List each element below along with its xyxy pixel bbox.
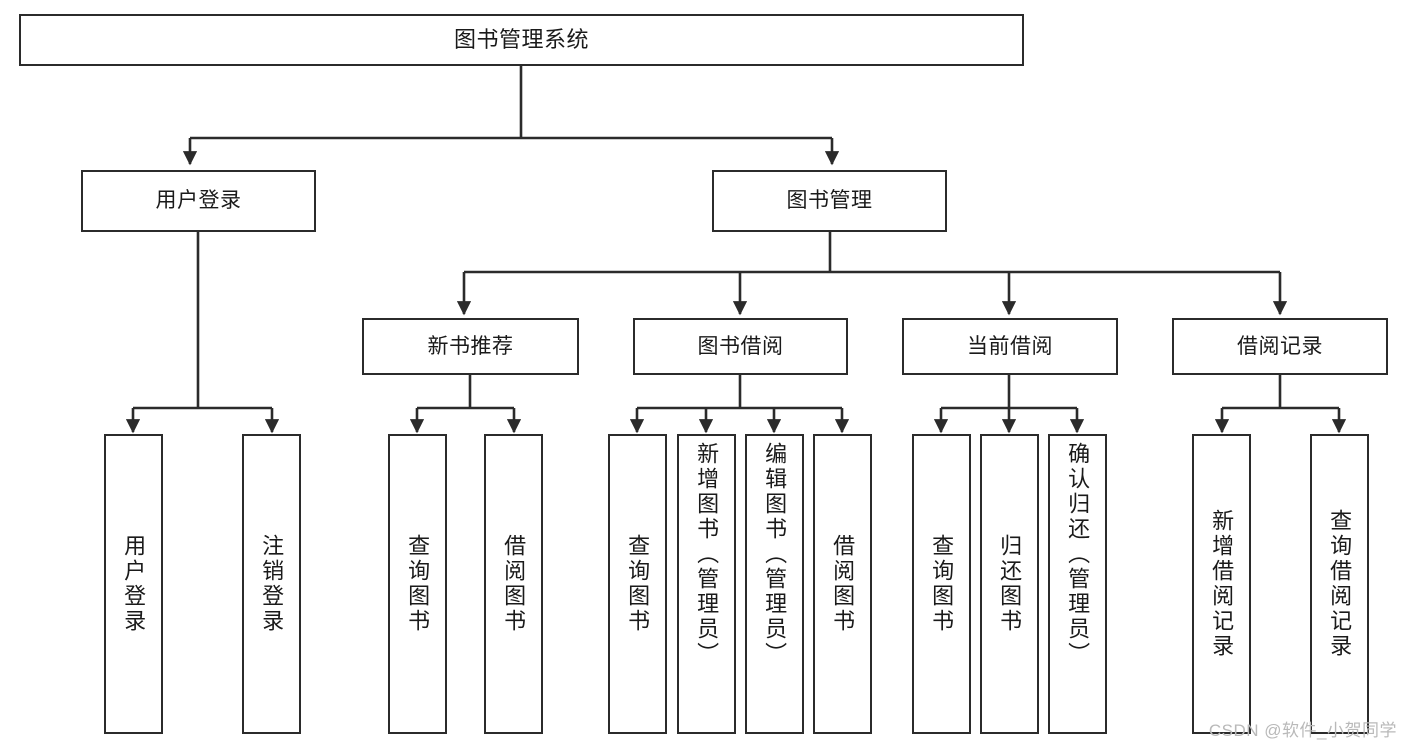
node-label: 新增图书（管理员）: [694, 442, 720, 667]
node-label: 确认归还（管理员）: [1065, 442, 1091, 667]
node-current-borrow[interactable]: 当前借阅: [902, 318, 1118, 375]
node-label: 借阅记录: [1237, 334, 1323, 358]
node-book-borrow[interactable]: 图书借阅: [633, 318, 848, 375]
leaf-user-login-login[interactable]: 用户登录: [104, 434, 163, 734]
leaf-borrow-record-add-record[interactable]: 新增借阅记录: [1192, 434, 1251, 734]
node-label: 查询借阅记录: [1327, 509, 1353, 659]
leaf-new-book-query-book[interactable]: 查询图书: [388, 434, 447, 734]
node-label: 编辑图书（管理员）: [762, 442, 788, 667]
node-label: 图书借阅: [697, 334, 784, 358]
node-label: 图书管理系统: [453, 26, 589, 52]
node-user-login[interactable]: 用户登录: [81, 170, 316, 232]
node-borrow-record[interactable]: 借阅记录: [1172, 318, 1388, 375]
node-book-management[interactable]: 图书管理: [712, 170, 947, 232]
node-label: 查询图书: [625, 534, 651, 634]
leaf-current-borrow-return-book[interactable]: 归还图书: [980, 434, 1039, 734]
node-root-book-management-system[interactable]: 图书管理系统: [19, 14, 1024, 66]
node-label: 新书推荐: [427, 334, 514, 358]
node-label: 归还图书: [997, 534, 1023, 634]
leaf-book-borrow-borrow-book[interactable]: 借阅图书: [813, 434, 872, 734]
node-new-book-recommend[interactable]: 新书推荐: [362, 318, 579, 375]
node-label: 图书管理: [786, 189, 873, 213]
leaf-new-book-borrow-book[interactable]: 借阅图书: [484, 434, 543, 734]
leaf-book-borrow-add-book-admin[interactable]: 新增图书（管理员）: [677, 434, 736, 734]
leaf-user-login-logout[interactable]: 注销登录: [242, 434, 301, 734]
leaf-current-borrow-confirm-return-admin[interactable]: 确认归还（管理员）: [1048, 434, 1107, 734]
watermark-text: CSDN @软件_小贺同学: [1208, 721, 1397, 740]
node-label: 注销登录: [259, 534, 285, 634]
leaf-book-borrow-query-book[interactable]: 查询图书: [608, 434, 667, 734]
leaf-borrow-record-query-record[interactable]: 查询借阅记录: [1310, 434, 1369, 734]
node-label: 用户登录: [121, 534, 147, 634]
node-label: 新增借阅记录: [1209, 509, 1235, 659]
node-label: 查询图书: [405, 534, 431, 634]
leaf-book-borrow-edit-book-admin[interactable]: 编辑图书（管理员）: [745, 434, 804, 734]
node-label: 查询图书: [929, 534, 955, 634]
leaf-current-borrow-query-book[interactable]: 查询图书: [912, 434, 971, 734]
node-label: 借阅图书: [501, 534, 527, 634]
node-label: 当前借阅: [967, 334, 1053, 358]
node-label: 借阅图书: [830, 534, 856, 634]
node-label: 用户登录: [155, 189, 242, 213]
